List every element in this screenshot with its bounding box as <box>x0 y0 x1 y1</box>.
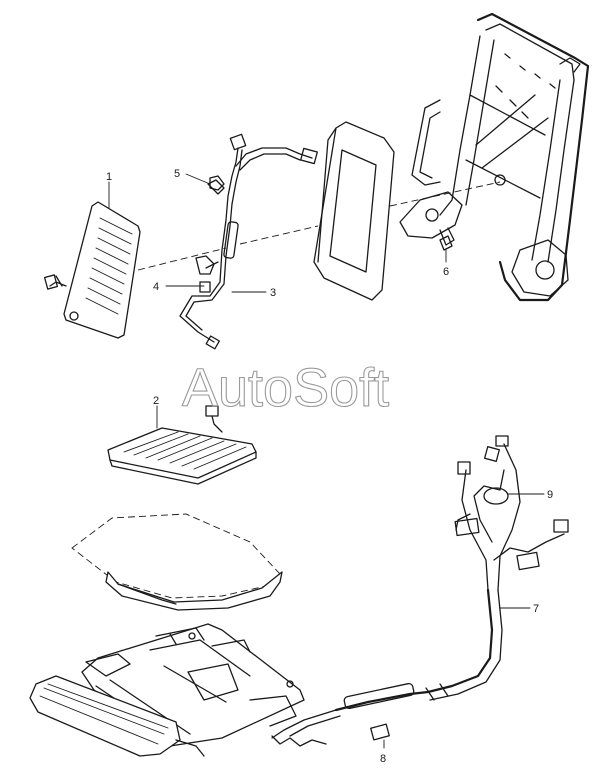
callout-2: 2 <box>153 395 159 407</box>
callout-6: 6 <box>443 266 449 278</box>
seat-cushion <box>71 513 283 611</box>
callout-4: 4 <box>153 281 159 293</box>
seat-frame <box>29 623 305 757</box>
cushion-heating-mat <box>107 405 257 485</box>
callout-1: 1 <box>106 171 112 183</box>
clip-part-6 <box>439 235 453 251</box>
clip-part-5 <box>207 179 225 195</box>
seat-back-frame <box>399 12 590 302</box>
seat-harness <box>271 435 569 747</box>
callout-7: 7 <box>533 603 539 615</box>
seat-back-cushion <box>313 121 395 301</box>
callout-5: 5 <box>174 168 180 180</box>
backrest-heating-mat <box>43 201 141 339</box>
callout-3: 3 <box>270 287 276 299</box>
callout-8: 8 <box>380 753 386 765</box>
backrest-wiring-harness <box>179 133 318 350</box>
callout-9: 9 <box>547 489 553 501</box>
alignment-line-back <box>137 181 501 271</box>
watermark-text: AutoSoft <box>182 358 389 418</box>
leader-lines <box>108 173 545 749</box>
